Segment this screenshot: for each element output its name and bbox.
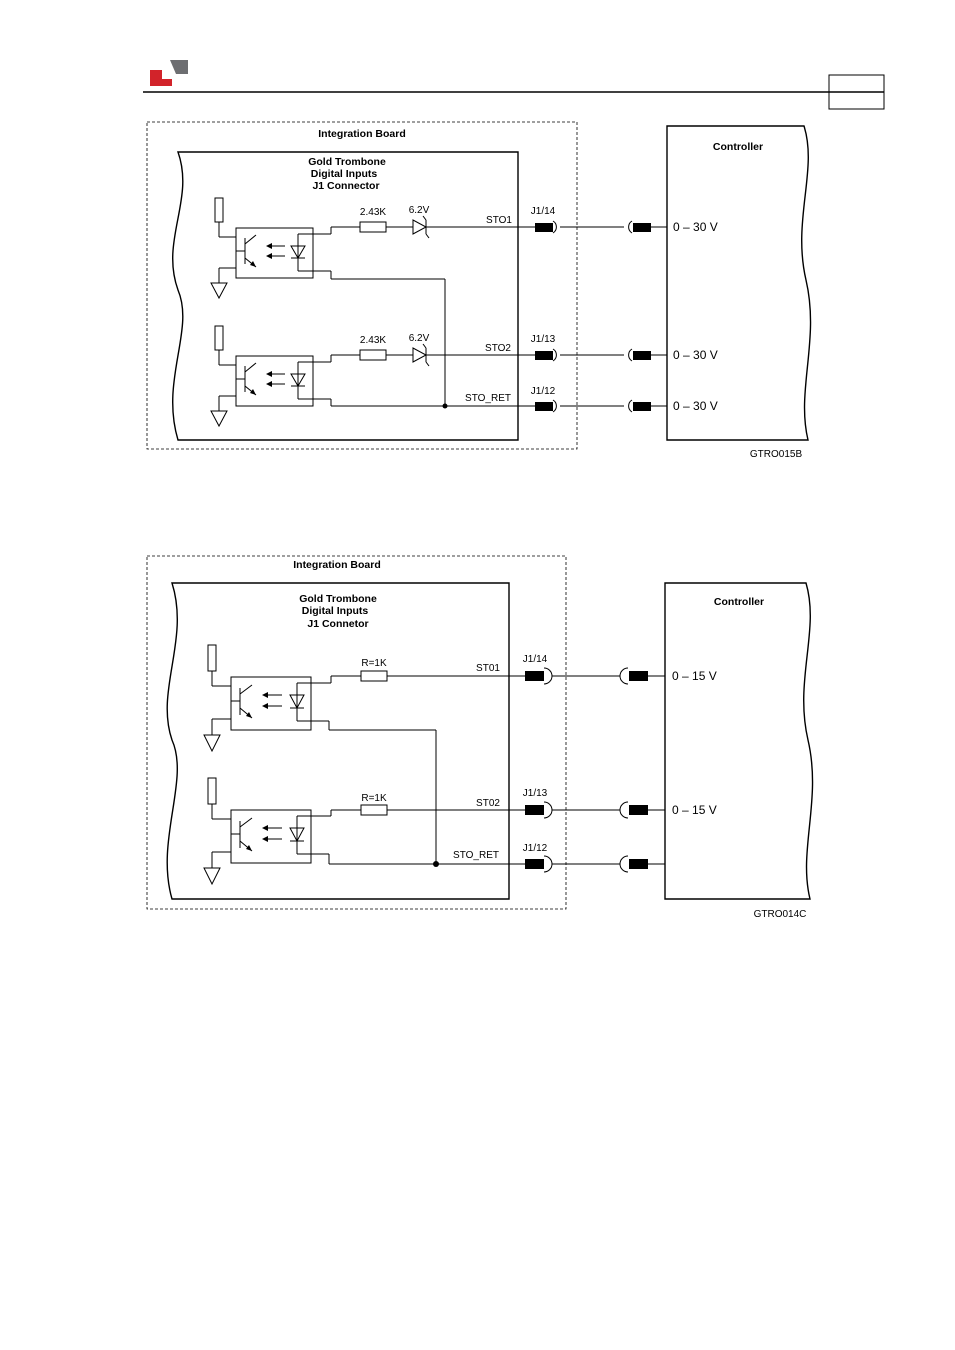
- pin-2-j1-14-label: J1/14: [523, 654, 548, 665]
- series-resistor-4: [360, 804, 388, 816]
- company-logo: [150, 60, 188, 86]
- board-title-2-line-1: Gold Trombone: [299, 593, 377, 605]
- zener-diode-2-label: 6.2V: [409, 333, 430, 344]
- voltage-2-label: 0 – 30 V: [673, 348, 718, 362]
- signal-st02-label: ST02: [476, 798, 500, 809]
- series-resistor-2: [359, 349, 387, 361]
- connector-j1-13: [535, 348, 667, 362]
- signal-sto-ret-label-2: STO_RET: [453, 850, 499, 861]
- led-4: [289, 827, 305, 843]
- led-2: [290, 373, 306, 387]
- board-title-2-line-3: J1 Connetor: [307, 618, 368, 630]
- ground-symbol-3: [203, 734, 221, 753]
- pin-2-j1-12-label: J1/12: [523, 843, 548, 854]
- integration-board-outline: [146, 121, 578, 450]
- ground-symbol-4: [203, 867, 221, 886]
- series-resistor-4-label: R=1K: [361, 793, 387, 804]
- series-resistor-3: [360, 670, 388, 682]
- connector-2-j1-12: [525, 855, 665, 873]
- zener-diode-1-label: 6.2V: [409, 205, 430, 216]
- controller-label: Controller: [713, 141, 763, 153]
- figure-id-1: GTRO015B: [750, 449, 803, 460]
- gold-trombone-outline: [172, 151, 519, 441]
- board-title-2-line-2: Digital Inputs: [302, 605, 369, 617]
- optocoupler-2: [210, 325, 314, 428]
- diagram-1: Integration Board Gold Trombone Digital …: [146, 121, 812, 460]
- signal-st01-label: ST01: [476, 663, 500, 674]
- pullup-resistor-2: [214, 325, 224, 351]
- controller-label-2: Controller: [714, 596, 764, 608]
- integration-board-outline-2: [146, 555, 567, 910]
- series-resistor-1: [359, 221, 387, 233]
- voltage-2-2-label: 0 – 15 V: [672, 803, 717, 817]
- integration-board-label-2: Integration Board: [293, 559, 381, 571]
- gold-trombone-outline-2: [166, 582, 510, 900]
- connector-j1-12: [535, 399, 667, 413]
- board-title-line-3: J1 Connector: [312, 180, 379, 192]
- optocoupler-4: [203, 777, 312, 886]
- connector-2-j1-14: [525, 667, 665, 685]
- series-resistor-2-label: 2.43K: [360, 335, 386, 346]
- board-title-line-1: Gold Trombone: [308, 156, 386, 168]
- pin-2-j1-13-label: J1/13: [523, 788, 548, 799]
- controller-outline: [666, 125, 812, 441]
- signal-sto-ret-label: STO_RET: [465, 393, 511, 404]
- signal-sto2-label: STO2: [485, 343, 511, 354]
- pullup-resistor-3: [207, 644, 217, 672]
- series-resistor-1-label: 2.43K: [360, 207, 386, 218]
- connector-j1-14: [535, 220, 667, 234]
- led-1: [290, 245, 306, 259]
- controller-outline-2: [664, 582, 814, 900]
- junction-dot-2: [433, 861, 439, 867]
- integration-board-label: Integration Board: [318, 128, 406, 140]
- logo-red-shape: [150, 70, 172, 86]
- figure-id-2: GTRO014C: [754, 909, 807, 920]
- pin-j1-13-label: J1/13: [531, 334, 556, 345]
- junction-dot-1: [442, 403, 448, 409]
- board-title-line-2: Digital Inputs: [311, 168, 378, 180]
- optocoupler-1: [210, 197, 314, 300]
- voltage-1-label: 0 – 30 V: [673, 220, 718, 234]
- pullup-resistor-4: [207, 777, 217, 805]
- voltage-3-label: 0 – 30 V: [673, 399, 718, 413]
- ground-symbol-2: [210, 410, 228, 428]
- pullup-resistor-1: [214, 197, 224, 223]
- logo-gray-shape: [170, 60, 188, 74]
- optocoupler-3: [203, 644, 312, 753]
- series-resistor-3-label: R=1K: [361, 658, 387, 669]
- voltage-2-1-label: 0 – 15 V: [672, 669, 717, 683]
- ground-symbol-1: [210, 282, 228, 300]
- pin-j1-14-label: J1/14: [531, 206, 556, 217]
- pin-j1-12-label: J1/12: [531, 386, 556, 397]
- led-3: [289, 694, 305, 710]
- diagram-2: Integration Board Gold Trombone Digital …: [146, 555, 814, 920]
- page-number-box: [828, 74, 885, 110]
- signal-sto1-label: STO1: [486, 215, 512, 226]
- connector-2-j1-13: [525, 801, 665, 819]
